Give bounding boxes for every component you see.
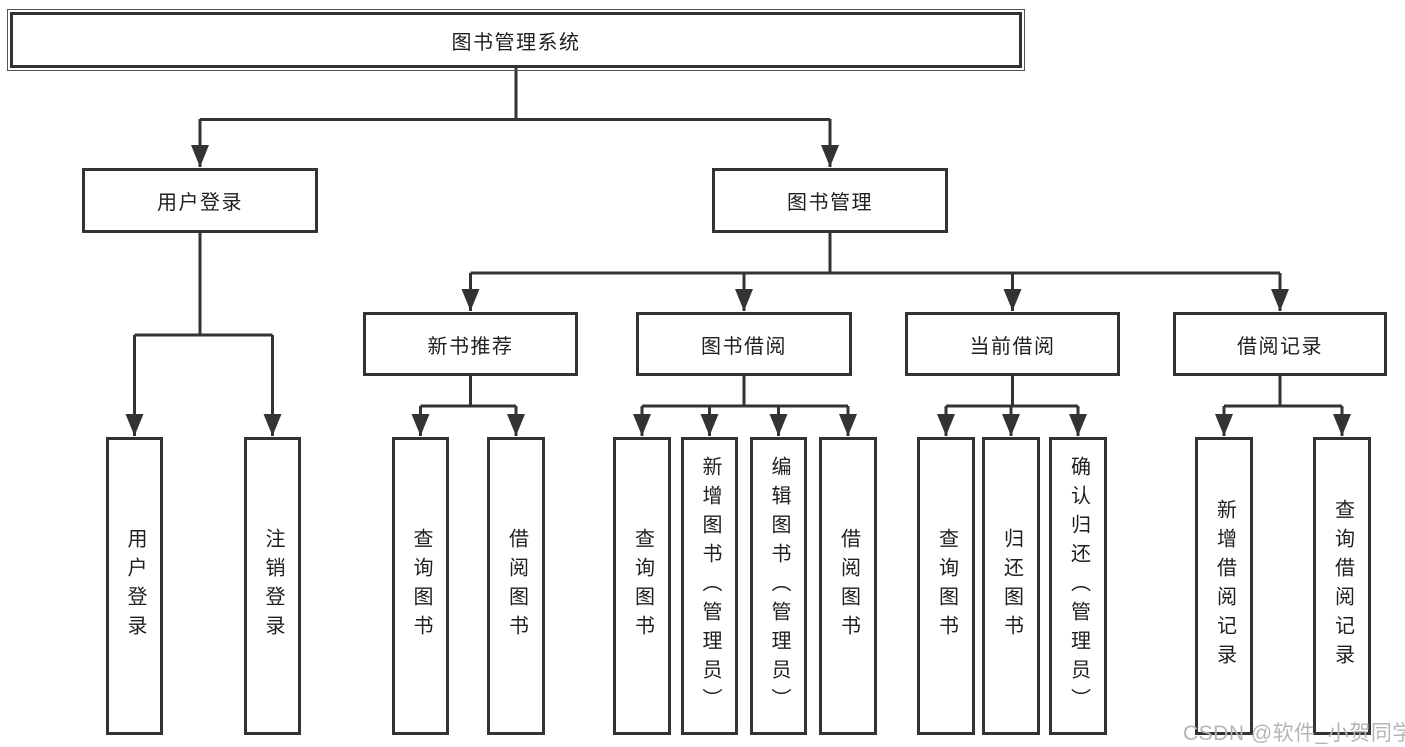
leaf-label: 查询图书	[935, 528, 958, 644]
wire-book-mgmt-split	[470, 233, 1280, 275]
node-new-book-recommend: 新书推荐	[363, 312, 578, 376]
node-leaf-add-book-admin: 新增图书（管理员）	[681, 437, 738, 735]
node-book-borrow: 图书借阅	[636, 312, 852, 376]
node-leaf-query-books-3: 查询图书	[917, 437, 975, 735]
wire-book-borrow-split	[642, 376, 848, 408]
wire-root-split	[200, 68, 830, 121]
node-leaf-query-borrow-record: 查询借阅记录	[1313, 437, 1371, 735]
leaf-label: 新增借阅记录	[1213, 499, 1236, 673]
leaf-label: 新增图书（管理员）	[699, 455, 721, 717]
leaf-label: 注销登录	[262, 528, 284, 644]
leaf-label: 编辑图书（管理员）	[768, 455, 790, 717]
node-leaf-query-books-1: 查询图书	[392, 437, 449, 735]
wire-current-borrow-split	[946, 376, 1078, 408]
node-leaf-borrow-books-1: 借阅图书	[487, 437, 545, 735]
node-leaf-logout: 注销登录	[244, 437, 301, 735]
node-leaf-borrow-books-2: 借阅图书	[819, 437, 877, 735]
leaf-label: 查询图书	[410, 528, 432, 644]
node-leaf-add-borrow-record: 新增借阅记录	[1195, 437, 1253, 735]
leaf-label: 归还图书	[1000, 528, 1023, 644]
node-leaf-query-books-2: 查询图书	[613, 437, 671, 735]
wire-records-split	[1224, 376, 1342, 408]
leaf-label: 用户登录	[124, 528, 146, 644]
watermark: CSDN @软件_小贺同学	[1183, 722, 1405, 745]
leaf-label: 确认归还（管理员）	[1067, 455, 1090, 717]
leaf-label: 借阅图书	[505, 528, 528, 644]
node-leaf-return-book: 归还图书	[982, 437, 1040, 735]
node-leaf-edit-book-admin: 编辑图书（管理员）	[750, 437, 807, 735]
wire-user-login-split	[134, 233, 273, 337]
node-leaf-user-login: 用户登录	[106, 437, 163, 735]
node-borrow-records: 借阅记录	[1173, 312, 1387, 376]
leaf-label: 查询借阅记录	[1331, 499, 1354, 673]
node-user-login: 用户登录	[82, 168, 318, 233]
leaf-label: 借阅图书	[837, 528, 860, 644]
node-book-management: 图书管理	[712, 168, 948, 233]
leaf-label: 查询图书	[631, 528, 654, 644]
node-root: 图书管理系统	[7, 9, 1025, 71]
wire-new-book-split	[420, 376, 516, 408]
node-current-borrow: 当前借阅	[905, 312, 1120, 376]
node-leaf-confirm-return-admin: 确认归还（管理员）	[1049, 437, 1107, 735]
